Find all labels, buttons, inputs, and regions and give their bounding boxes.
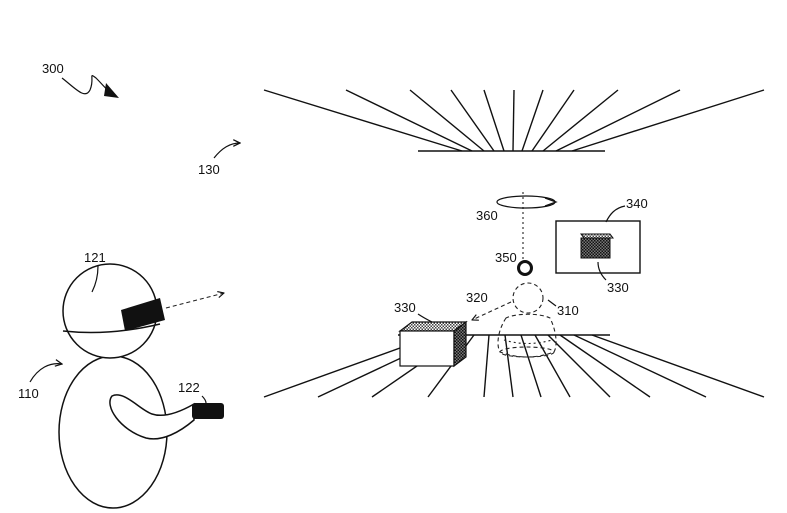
rotation-ellipse (497, 196, 555, 208)
ceiling-ray-line (522, 90, 543, 151)
floor (264, 335, 764, 397)
ceiling-ray-line (556, 90, 680, 151)
ceiling-ray-line (532, 90, 574, 151)
avatar-direction-label: 320 (466, 290, 488, 305)
figure-number-label: 300 (42, 61, 64, 76)
panel-object-top (581, 234, 613, 238)
avatar-label: 310 (557, 303, 579, 318)
floor-ray-line (505, 335, 513, 397)
environment-reference: 130 (198, 143, 240, 177)
ring-icon (519, 262, 532, 275)
floor-ray-line (521, 335, 541, 397)
object-label: 330 (394, 300, 416, 315)
floor-ray-line (548, 335, 610, 397)
virtual-panel: 340 330 (556, 196, 648, 295)
anchor-label: 350 (495, 250, 517, 265)
controller-label: 122 (178, 380, 200, 395)
figure-reference: 300 (42, 61, 119, 98)
object-front-face (400, 331, 454, 366)
user-label: 110 (18, 386, 39, 401)
anchor-point: 350 (495, 250, 532, 275)
headset-label: 121 (84, 250, 106, 265)
rotation-label: 360 (476, 208, 498, 223)
ceiling (264, 90, 764, 151)
avatar-head (513, 283, 543, 313)
panel-label: 340 (626, 196, 648, 211)
floor-ray-line (560, 335, 650, 397)
environment-label: 130 (198, 162, 220, 177)
ceiling-ray-line (513, 90, 514, 151)
figure-arrowhead-icon (104, 83, 119, 98)
ceiling-ray-line (264, 90, 462, 151)
virtual-object: 330 (394, 300, 466, 366)
avatar: 310 320 (466, 283, 579, 357)
object-leader-line (418, 314, 432, 322)
floor-ray-line (484, 335, 489, 397)
controller-leader-line (202, 396, 206, 403)
controller-icon (192, 403, 224, 419)
environment-leader-arrow (214, 143, 240, 158)
floor-ray-line (535, 335, 570, 397)
panel-leader-line (606, 206, 625, 222)
gaze-arrow (166, 293, 224, 308)
avatar-leader-line (548, 300, 556, 306)
ceiling-ray-line (572, 90, 764, 151)
user-leader-arrow (30, 364, 62, 382)
panel-object-label: 330 (607, 280, 629, 295)
panel-object-front (581, 238, 610, 258)
floor-ray-line (592, 335, 764, 397)
ceiling-ray-line (543, 90, 618, 151)
avatar-body-contour (504, 340, 552, 344)
floor-ray-line (574, 335, 706, 397)
user-figure: 121 122 110 (18, 250, 224, 508)
